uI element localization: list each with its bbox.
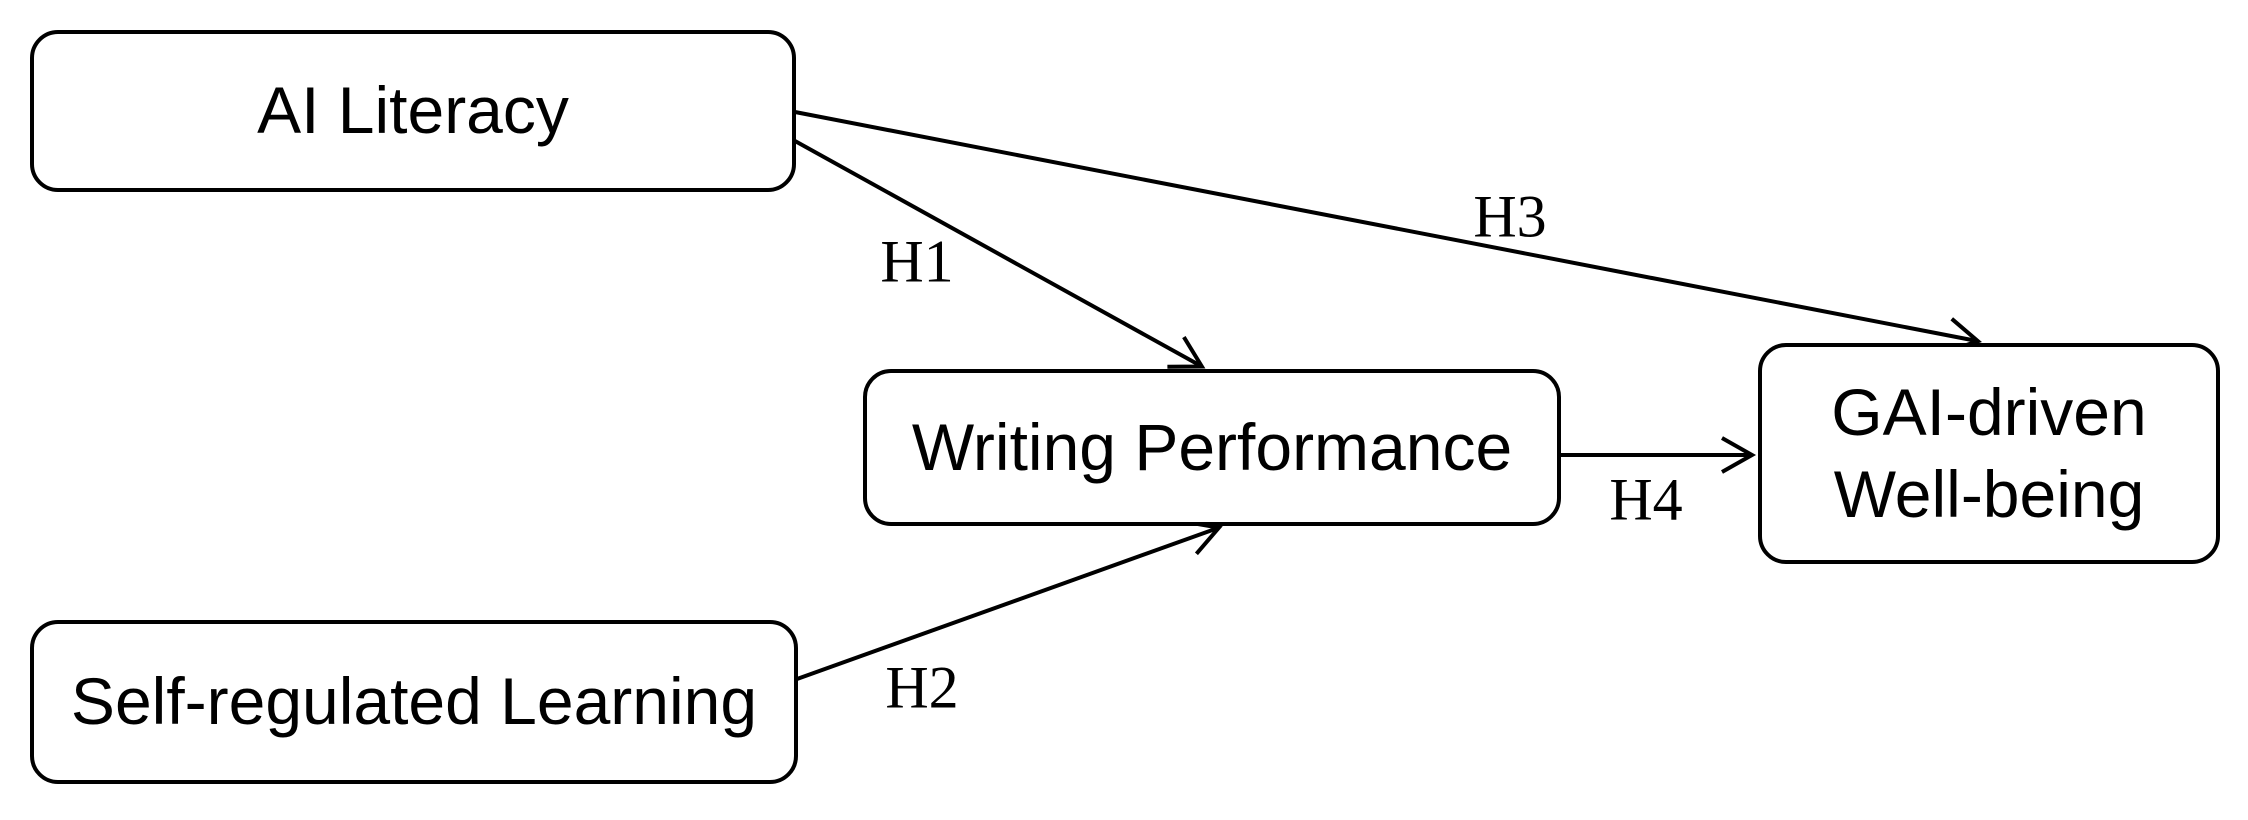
edge-label-h1: H1 — [880, 228, 954, 295]
edge-h2-arrow — [796, 519, 1223, 681]
edge-label-h4: H4 — [1609, 466, 1683, 533]
edge-label-h3: H3 — [1473, 183, 1547, 250]
edge-label-h2: H2 — [885, 654, 959, 721]
edge-h3-arrow — [794, 110, 1982, 355]
node-writing-performance: Writing Performance — [863, 369, 1561, 526]
node-gai-driven-well-being: GAI-driven Well-being — [1758, 343, 2220, 564]
node-self-regulated-learning: Self-regulated Learning — [30, 620, 798, 784]
node-self-regulated-learning-label: Self-regulated Learning — [70, 664, 758, 739]
node-gai-driven-well-being-label: GAI-driven Well-being — [1831, 374, 2147, 531]
edge-h1-arrow — [794, 139, 1206, 369]
node-writing-performance-label: Writing Performance — [911, 409, 1513, 484]
node-ai-literacy: AI Literacy — [30, 30, 796, 192]
node-ai-literacy-label: AI Literacy — [257, 73, 569, 148]
